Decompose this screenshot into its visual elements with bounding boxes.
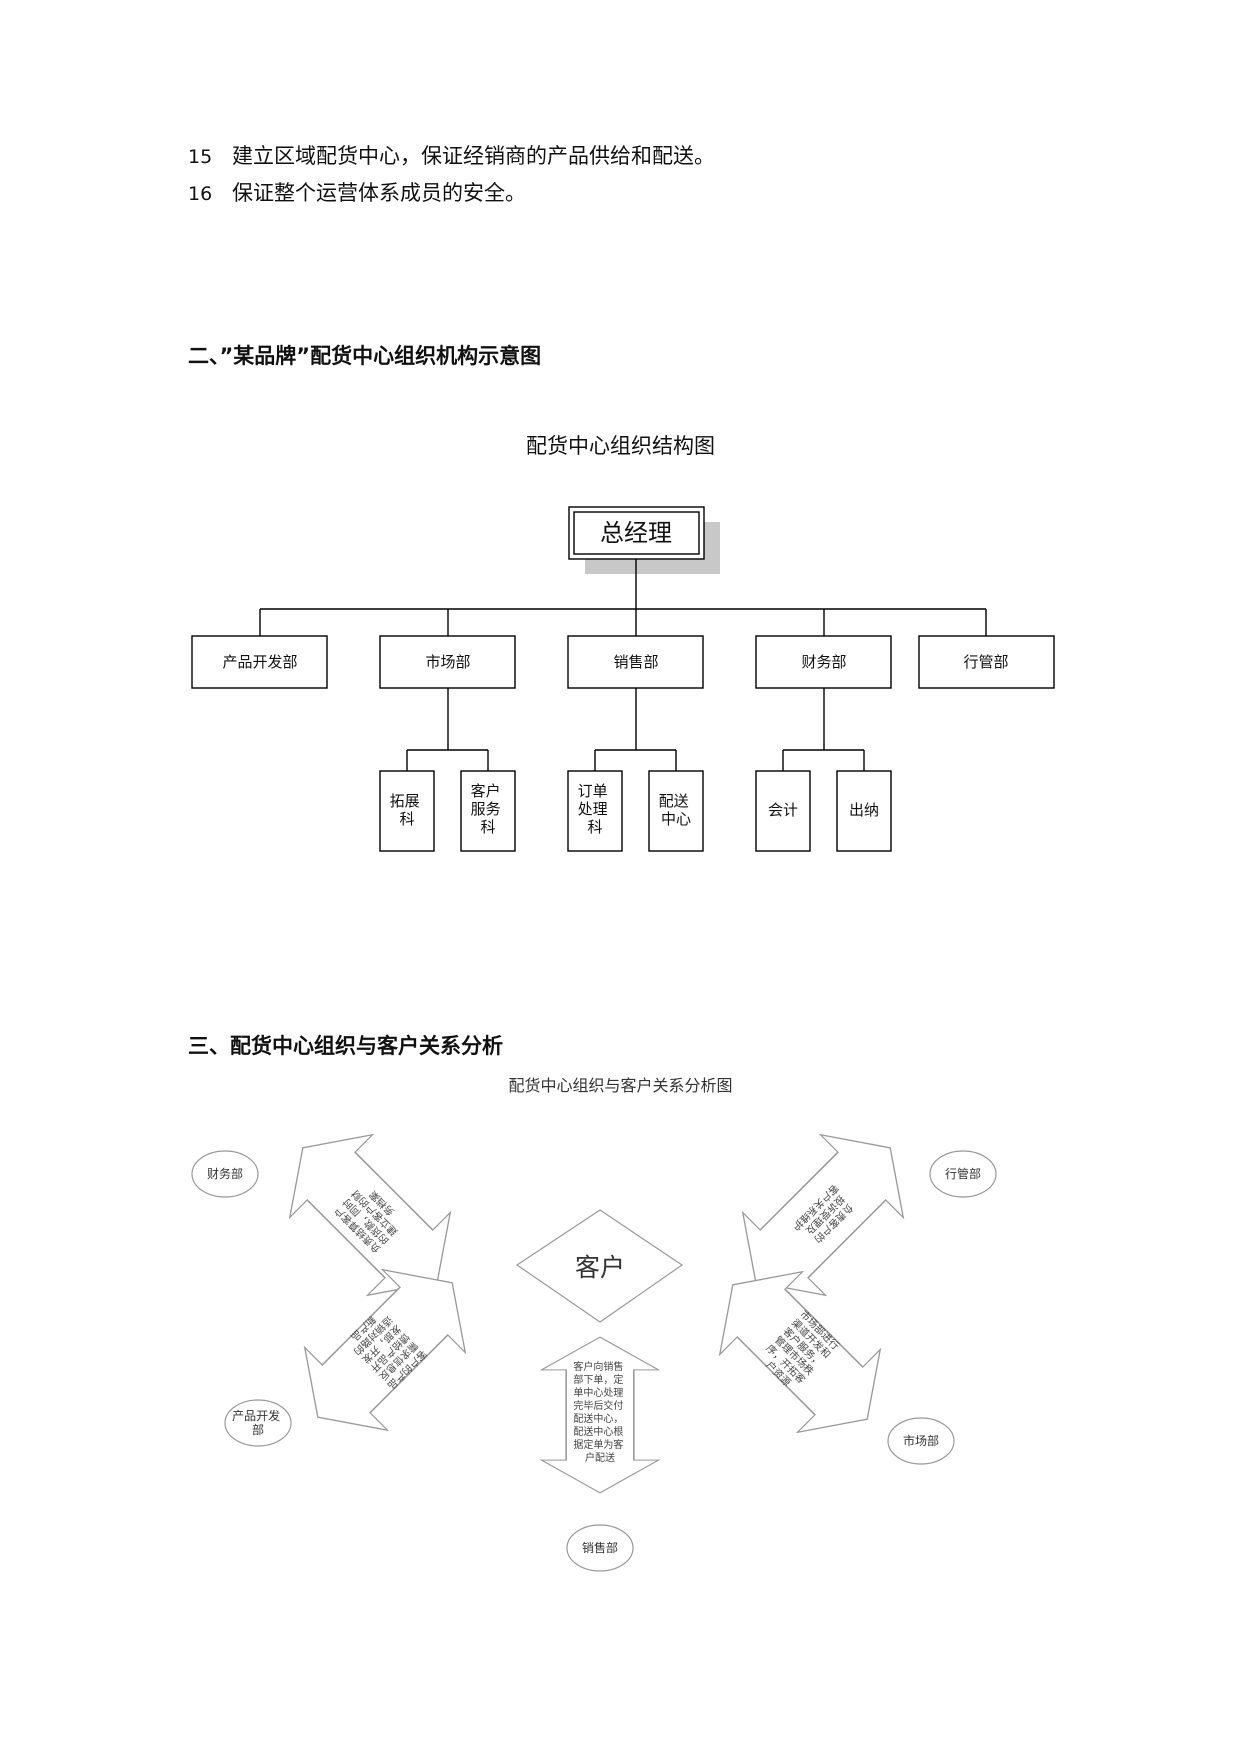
org-chart-title: 配货中心组织结构图 — [526, 434, 715, 458]
dept-product-label: 产品开发部 — [222, 653, 297, 671]
arrow-market-text: 市场部进行 渠道开发和 客户服务， 管理市场秩 序，开拓客 户资源 — [755, 1308, 844, 1397]
org-root-label: 总经理 — [600, 519, 672, 547]
node-market — [887, 1417, 955, 1465]
relation-diagram-title: 配货中心组织与客户关系分析图 — [508, 1076, 733, 1095]
sub-accounting-label: 会计 — [768, 801, 798, 819]
arrow-finance-text: 负责结算客户 的货款，同时 建立客户的财 务档案 — [329, 1176, 408, 1255]
node-product — [224, 1399, 292, 1447]
dept-admin-label: 行管部 — [963, 653, 1008, 671]
node-admin — [929, 1150, 997, 1198]
dept-sales-label: 销售部 — [613, 653, 658, 671]
node-product-label: 产品开发 部 — [232, 1408, 284, 1437]
list-number: 15 — [188, 146, 213, 168]
section-heading-org: 二、”某品牌”配货中心组织机构示意图 — [188, 344, 542, 368]
list-text: 建立区域配货中心，保证经销商的产品供给和配送。 — [232, 144, 715, 168]
node-sales-label: 销售部 — [582, 1540, 618, 1555]
sub-cashier-label: 出纳 — [849, 801, 879, 819]
list-number: 16 — [188, 183, 213, 205]
dept-finance-label: 财务部 — [801, 653, 846, 671]
arrow-sales-text: 客户向销售 部下单，定 单中心处理 完毕后交付 配送中心， 配送中心根 据定单为… — [573, 1360, 626, 1464]
node-sales — [566, 1524, 634, 1572]
list-item: 15 建立区域配货中心，保证经销商的产品供给和配送。 — [188, 142, 715, 171]
sub-distribution-label: 配送 中心 — [659, 792, 694, 828]
node-admin-label: 行管部 — [945, 1166, 981, 1181]
list-item: 16 保证整个运营体系成员的安全。 — [188, 179, 526, 208]
customer-diamond — [515, 1209, 684, 1323]
dept-market-label: 市场部 — [425, 653, 470, 671]
sub-customer-service-label: 客户 服务 科 — [471, 782, 506, 836]
node-finance-label: 财务部 — [207, 1166, 243, 1181]
node-finance — [191, 1150, 259, 1198]
org-chart: 总经理 产品开发部 市场部 销售部 财务部 行管部 拓展 科 客户 服务 科 订… — [191, 506, 1055, 852]
node-market-label: 市场部 — [903, 1433, 939, 1448]
section-heading-relation: 三、配货中心组织与客户关系分析 — [188, 1034, 503, 1058]
sub-order-processing-label: 订单 处理 科 — [578, 782, 613, 836]
customer-label: 客户 — [575, 1253, 625, 1282]
sub-expansion-label: 拓展 科 — [390, 792, 425, 828]
list-text: 保证整个运营体系成员的安全。 — [232, 181, 526, 205]
